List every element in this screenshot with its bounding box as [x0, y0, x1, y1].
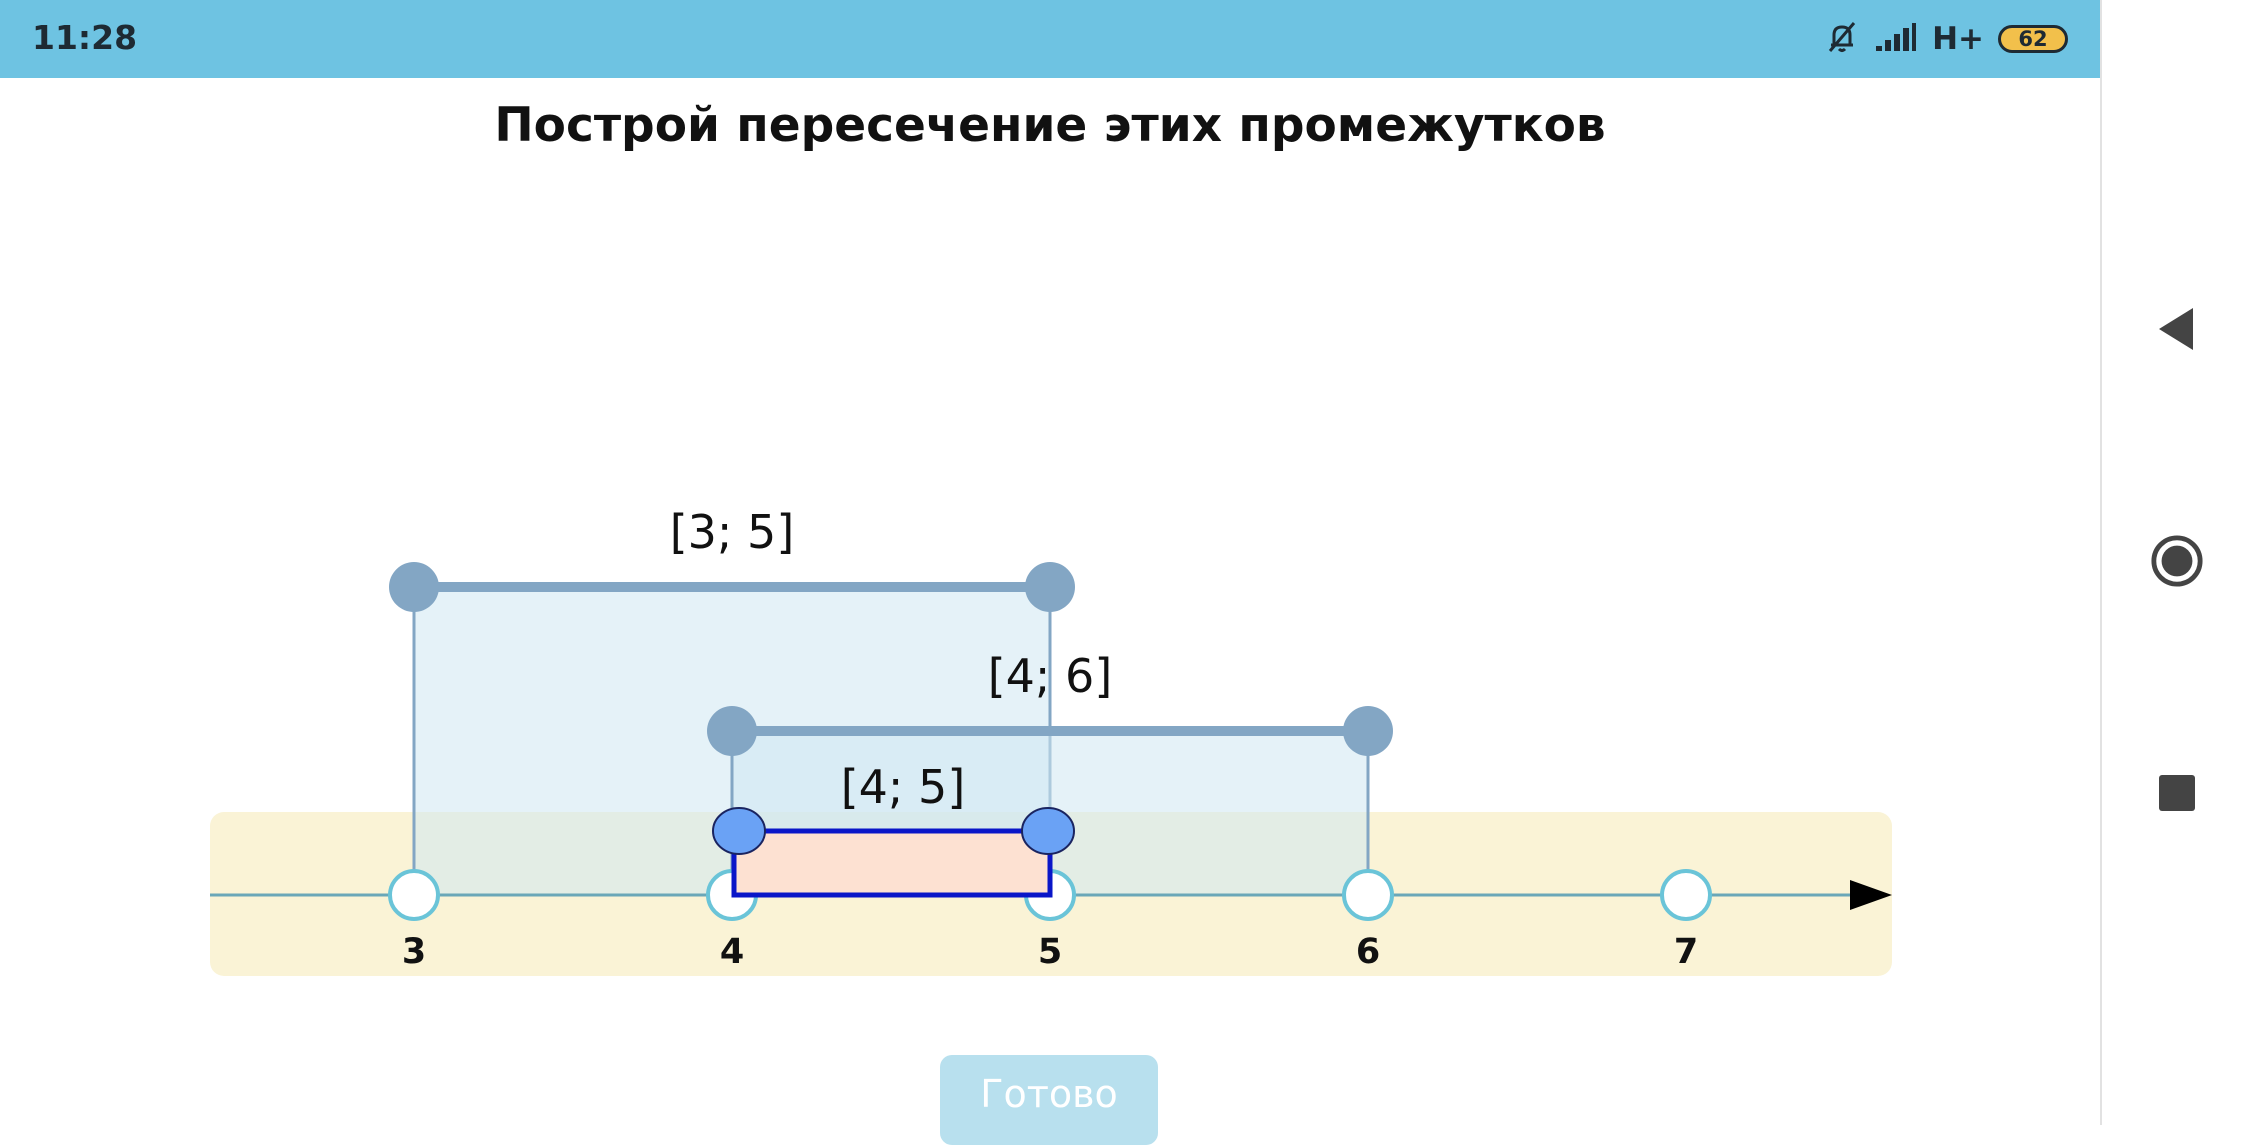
tick-label: 7: [1674, 932, 1698, 972]
battery-level: 62: [2018, 27, 2048, 51]
task-title: Построй пересечение этих промежутков: [494, 98, 1606, 153]
tick-circle[interactable]: [388, 869, 440, 921]
tick-circle[interactable]: [1660, 869, 1712, 921]
bell-off-icon: [1824, 19, 1860, 59]
tick-label: 4: [720, 932, 744, 972]
tick-label: 6: [1356, 932, 1380, 972]
back-icon[interactable]: [2150, 302, 2204, 356]
tick-circle[interactable]: [1342, 869, 1394, 921]
answer-end-handle[interactable]: [1021, 807, 1075, 855]
tick-3[interactable]: 3: [388, 869, 440, 972]
tick-7[interactable]: 7: [1660, 869, 1712, 972]
recents-icon[interactable]: [2150, 766, 2204, 820]
signal-icon: [1874, 22, 1918, 56]
tick-6[interactable]: 6: [1342, 869, 1394, 972]
network-type: H+: [1932, 21, 1984, 57]
answer-interval-box[interactable]: [731, 828, 1053, 898]
status-clock: 11:28: [32, 18, 138, 57]
battery-icon: 62: [1998, 25, 2068, 53]
tick-label: 3: [402, 932, 426, 972]
interval-4-6-end-point: [1343, 706, 1393, 756]
status-bar: 11:28 H+ 62: [0, 0, 2100, 78]
interval-3-5-start-point: [389, 562, 439, 612]
answer-interval[interactable]: [4; 5]: [712, 760, 1075, 898]
status-icons: H+ 62: [1824, 18, 2068, 60]
interval-4-6-label: [4; 6]: [988, 649, 1113, 703]
answer-start-handle[interactable]: [712, 807, 766, 855]
axis-arrow-icon: [1850, 880, 1892, 910]
answer-interval-label: [4; 5]: [841, 760, 966, 814]
interval-3-5-end-point: [1025, 562, 1075, 612]
interval-4-6-start-point: [707, 706, 757, 756]
tick-label: 5: [1038, 932, 1062, 972]
number-line-diagram[interactable]: [3; 5] [4; 6] 3 4 5 6 7 [4; 5]: [0, 0, 2100, 1040]
interval-3-5-label: [3; 5]: [670, 505, 795, 559]
home-icon[interactable]: [2150, 534, 2204, 588]
done-button[interactable]: Готово: [940, 1055, 1158, 1145]
